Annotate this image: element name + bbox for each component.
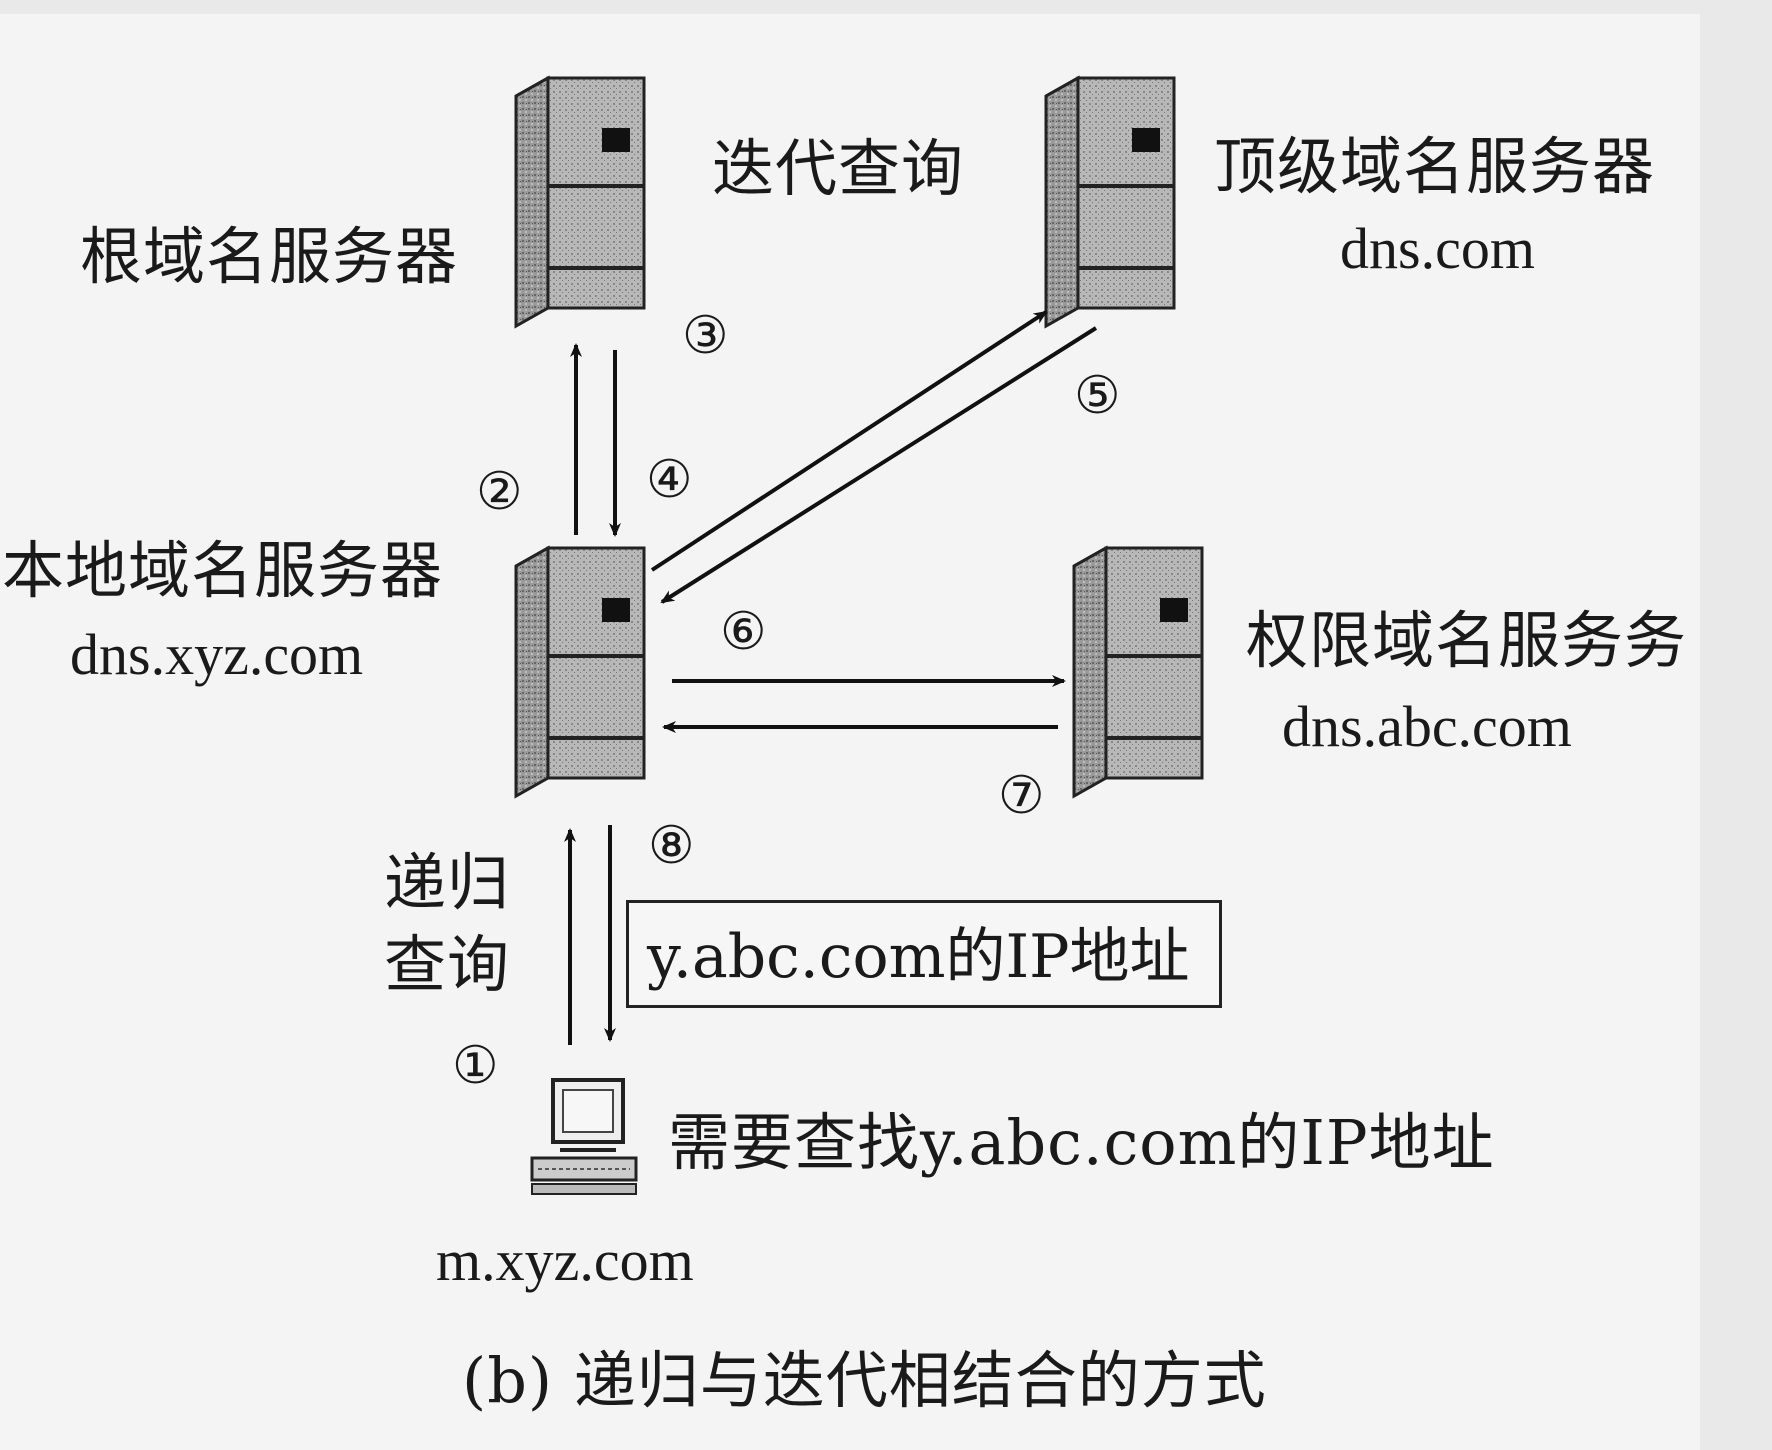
recursive-query-label-line2: 查询 — [384, 934, 510, 996]
step-1-number: ① — [452, 1040, 499, 1092]
step-2-number: ② — [476, 466, 523, 518]
local-server-host: dns.xyz.com — [70, 626, 363, 684]
authoritative-server-icon — [1074, 548, 1202, 796]
answer-text: y.abc.com的IP地址 — [647, 927, 1190, 987]
root-server-label: 根域名服务器 — [80, 226, 458, 288]
step-6-number: ⑥ — [720, 606, 767, 658]
tld-server-icon — [1046, 78, 1174, 326]
iterative-query-label: 迭代查询 — [712, 138, 964, 200]
step-7-number: ⑦ — [998, 770, 1045, 822]
local-server-icon — [516, 548, 644, 796]
tld-server-host: dns.com — [1340, 220, 1535, 278]
step-5-number: ⑤ — [1074, 370, 1121, 422]
step-8-number: ⑧ — [648, 820, 695, 872]
step-3-number: ③ — [682, 310, 729, 362]
recursive-query-label-line1: 递归 — [384, 852, 510, 914]
client-computer-icon — [532, 1080, 636, 1194]
figure-caption: (b) 递归与迭代相结合的方式 — [462, 1350, 1267, 1412]
authoritative-server-label: 权限域名服务务 — [1246, 610, 1687, 672]
client-host-label: m.xyz.com — [436, 1232, 694, 1290]
client-request-text: 需要查找y.abc.com的IP地址 — [668, 1112, 1495, 1174]
authoritative-server-host: dns.abc.com — [1282, 698, 1572, 756]
arrow-step-5 — [662, 328, 1096, 602]
answer-box: y.abc.com的IP地址 — [626, 900, 1222, 1008]
root-server-icon — [516, 78, 644, 326]
local-server-label: 本地域名服务器 — [2, 540, 443, 602]
tld-server-label: 顶级域名服务器 — [1214, 136, 1655, 198]
step-4-number: ④ — [646, 454, 693, 506]
